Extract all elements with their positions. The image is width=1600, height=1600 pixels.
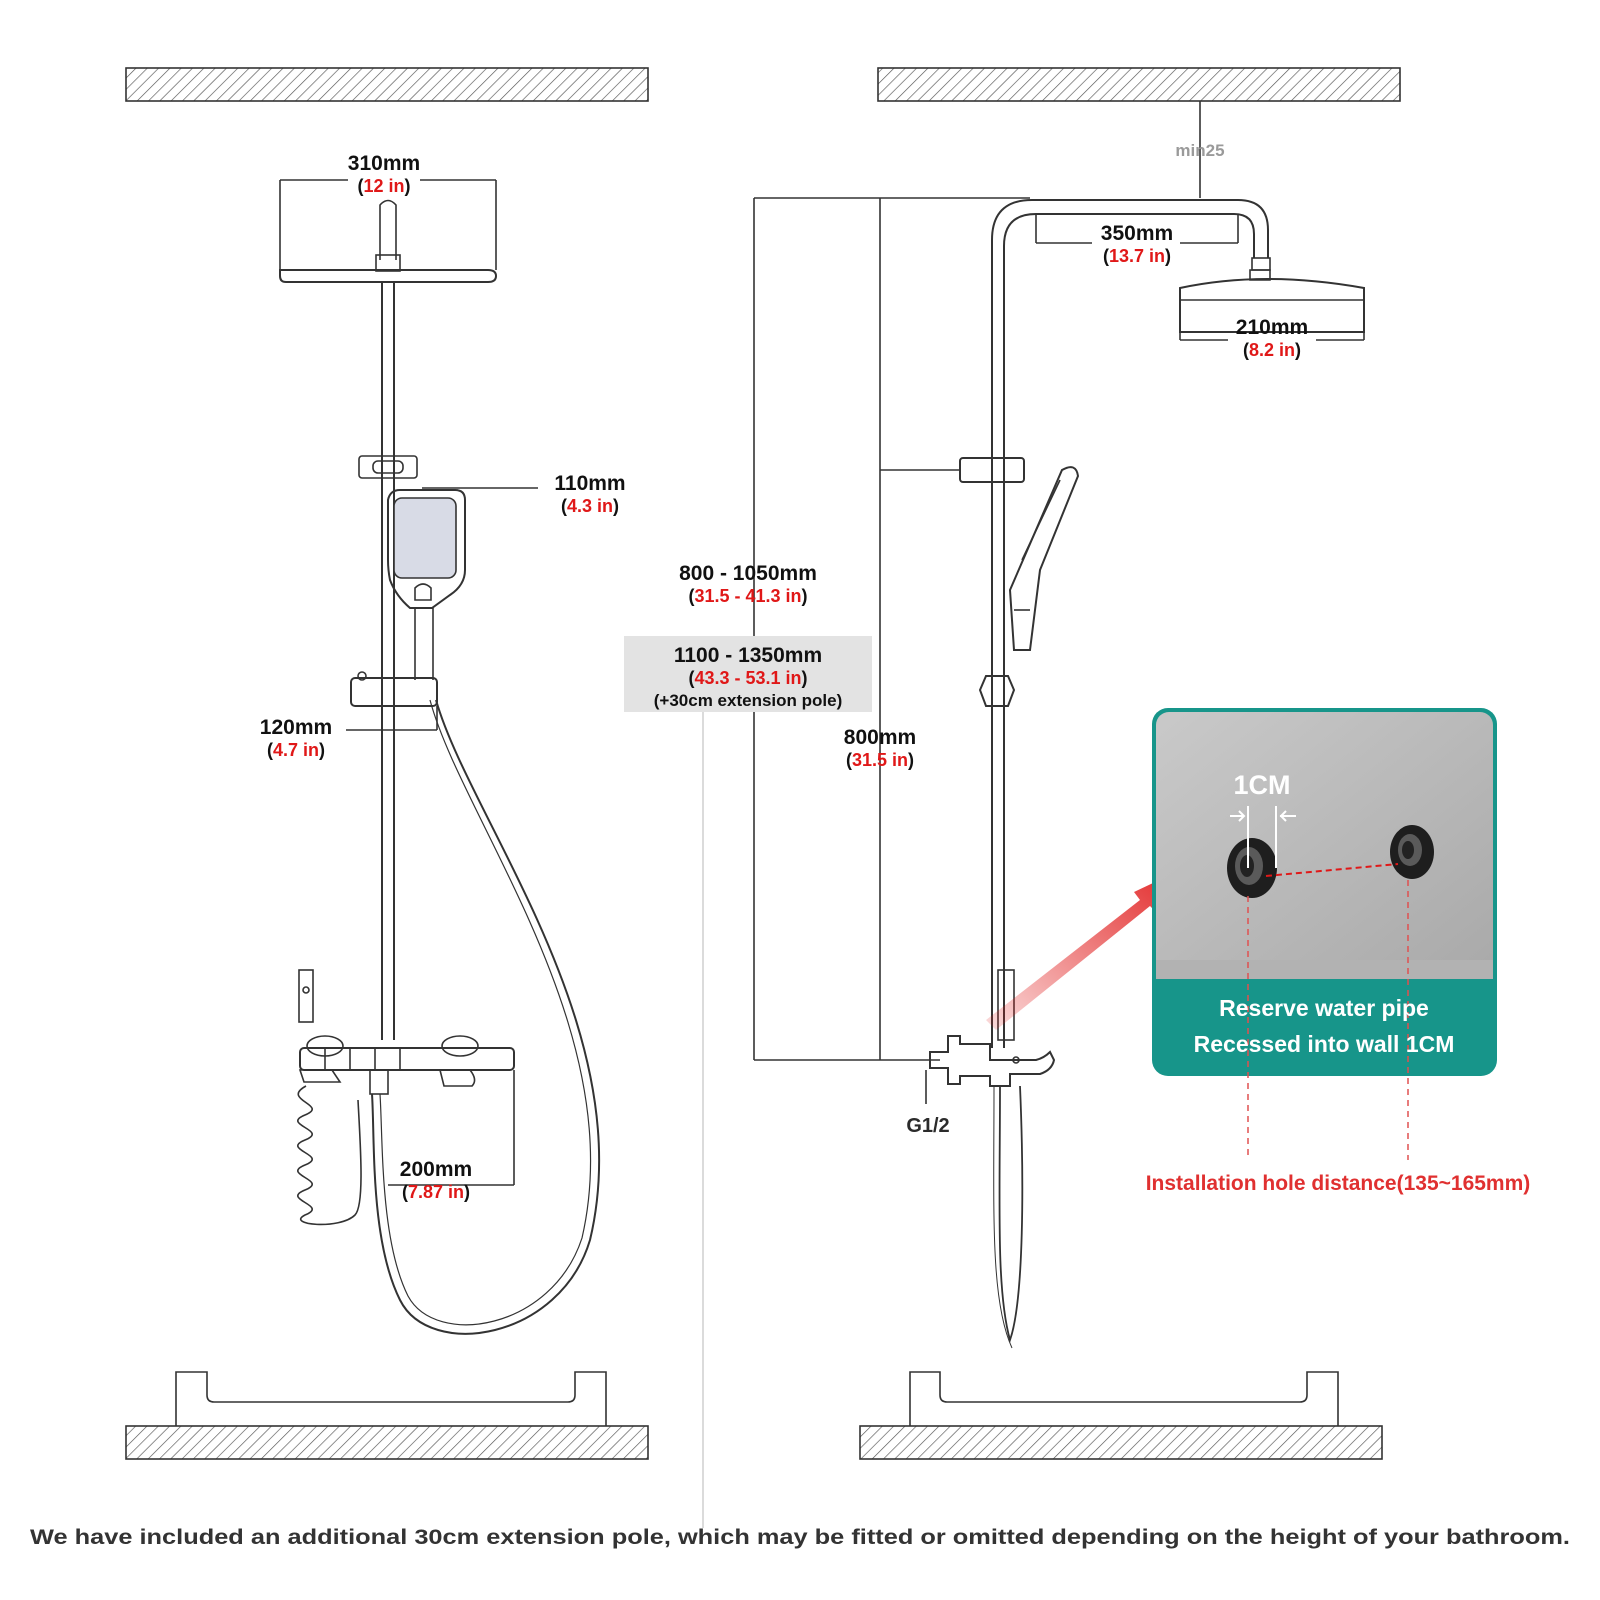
head-diameter-in: (8.2 in)	[1243, 340, 1301, 360]
head-width-in: (12 in)	[357, 176, 410, 196]
right-pole-arm	[991, 199, 1269, 1048]
slider-height-in: (31.5 in)	[846, 750, 914, 770]
left-view	[125, 67, 649, 1460]
extension-note: (+30cm extension pole)	[654, 691, 842, 710]
range-height-in: (31.5 - 41.3 in)	[688, 586, 807, 606]
holder-in: (4.7 in)	[267, 740, 325, 760]
extended-height-mm: 1100 - 1350mm	[674, 644, 822, 667]
left-coiled-hose	[297, 1085, 362, 1226]
right-tub	[909, 1371, 1339, 1426]
range-height-mm: 800 - 1050mm	[679, 562, 817, 585]
wall-hole-left	[1227, 838, 1277, 898]
left-holder	[350, 677, 438, 707]
hole-distance-label: Installation hole distance(135~165mm)	[1146, 1172, 1531, 1195]
hand-shower-mm: 110mm	[554, 472, 625, 495]
head-width-mm: 310mm	[348, 152, 420, 175]
right-valve	[929, 1035, 1056, 1087]
extended-height-box	[624, 636, 872, 712]
left-hand-shower	[387, 489, 466, 609]
left-hose	[371, 699, 601, 1335]
right-hand-shower	[1008, 466, 1080, 651]
valve-in: (7.87 in)	[402, 1182, 470, 1202]
left-arm	[379, 199, 397, 260]
gap-label: 1CM	[1233, 770, 1290, 800]
hand-shower-in: (4.3 in)	[561, 496, 619, 516]
ceiling-gap-label: min25	[1175, 141, 1224, 160]
left-valve-shelf	[299, 1047, 515, 1071]
left-wand	[298, 969, 314, 1023]
right-hose	[998, 1085, 1024, 1344]
left-floor	[125, 1425, 649, 1460]
wall-hole-right	[1390, 825, 1434, 879]
left-tub	[175, 1371, 607, 1426]
callout-arrow	[986, 874, 1172, 1030]
right-view	[624, 67, 1401, 1460]
valve-mm: 200mm	[400, 1158, 472, 1181]
extended-height-in: (43.3 - 53.1 in)	[688, 668, 807, 688]
callout-box	[1152, 708, 1497, 1160]
holder-mm: 120mm	[260, 716, 332, 739]
left-rain-head	[279, 269, 498, 283]
inlet-label: G1/2	[906, 1115, 949, 1137]
callout-line-1: Reserve water pipe	[1219, 995, 1429, 1021]
right-holder	[978, 675, 1016, 707]
slider-height-mm: 800mm	[844, 726, 916, 749]
head-diameter-mm: 210mm	[1236, 316, 1308, 339]
callout-line-2: Recessed into wall 1CM	[1194, 1031, 1455, 1057]
right-floor	[859, 1425, 1383, 1460]
right-slider-top	[959, 457, 1025, 483]
arm-length-mm: 350mm	[1101, 222, 1173, 245]
arm-length-in: (13.7 in)	[1103, 246, 1171, 266]
left-ceiling	[125, 67, 649, 102]
left-slider-top	[358, 455, 418, 479]
footer-note: We have included an additional 30cm exte…	[30, 1526, 1570, 1549]
right-ceiling	[877, 67, 1401, 102]
